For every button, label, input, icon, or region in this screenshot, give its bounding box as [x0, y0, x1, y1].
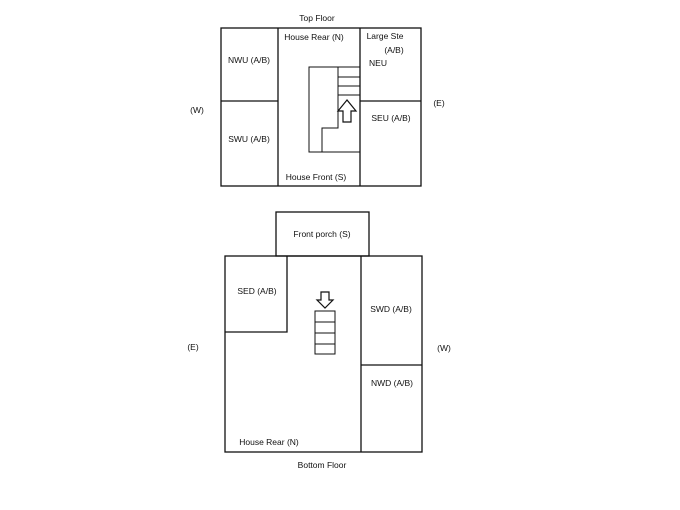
- bottom-floor-title: Bottom Floor: [298, 460, 347, 470]
- top-west-label: (W): [190, 105, 204, 115]
- top-floor-title: Top Floor: [299, 13, 335, 23]
- room-sed-walls: [225, 256, 288, 333]
- bottom-east-label: (E): [187, 342, 199, 352]
- stair-down-arrow-icon: [315, 291, 335, 309]
- top-floor: Top Floor (W) (E) NWU (A/B) SWU (A/B) Ho…: [190, 13, 445, 187]
- top-east-label: (E): [433, 98, 445, 108]
- front-porch-label: Front porch (S): [293, 229, 350, 239]
- room-swu-label: SWU (A/B): [228, 134, 270, 144]
- bottom-floor: Front porch (S) (E) (W) SED (A/B) SWD (A…: [187, 211, 451, 470]
- room-nwd-label: NWD (A/B): [371, 378, 413, 388]
- bottom-west-label: (W): [437, 343, 451, 353]
- room-neu-label: NEU: [369, 58, 387, 68]
- bottom-floor-outline: [224, 255, 423, 453]
- stair-up-arrow-icon: [336, 99, 358, 123]
- room-sed-label: SED (A/B): [237, 286, 276, 296]
- bottom-house-rear-label: House Rear (N): [239, 437, 299, 447]
- top-house-front-label: House Front (S): [286, 172, 347, 182]
- top-house-rear-label: House Rear (N): [284, 32, 344, 42]
- top-stairwell-inner: [321, 67, 339, 152]
- top-stairwell: [308, 66, 360, 153]
- room-large-ste-label: Large Ste: [367, 31, 404, 41]
- top-floor-outline: [220, 27, 422, 187]
- room-swd-label: SWD (A/B): [370, 304, 412, 314]
- room-seu-label: SEU (A/B): [371, 113, 410, 123]
- room-large-ste-ab-label: (A/B): [384, 45, 404, 55]
- room-nwu-label: NWU (A/B): [228, 55, 270, 65]
